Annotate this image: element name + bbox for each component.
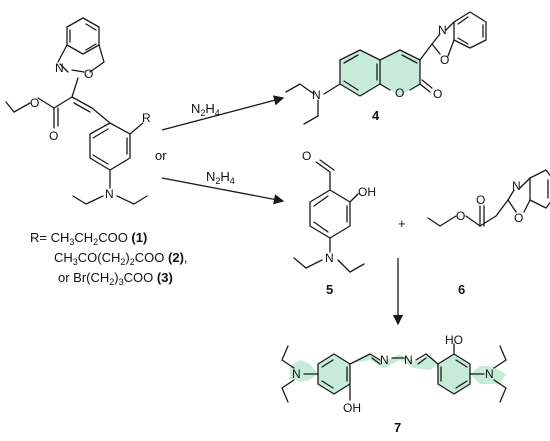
atom-n-azine-left-7: N — [380, 353, 389, 367]
r-definition-3: or Br(CH2)3COO (3) — [58, 270, 173, 287]
atom-n-amine-4: N — [312, 88, 321, 102]
reagent-upper: N2H4 — [191, 101, 220, 118]
compound-6-label: 6 — [458, 282, 465, 297]
atom-n-amine-right-7: N — [485, 367, 494, 381]
compound-6-structure — [427, 169, 550, 227]
compound-7-label: 7 — [394, 420, 401, 435]
atom-oh-7: OH — [343, 401, 361, 415]
atom-o-ring-4: O — [395, 86, 404, 100]
atom-o-carbonyl-4: O — [433, 87, 442, 101]
atom-n-amine-start: N — [105, 187, 114, 201]
atom-o-oxazole-6: O — [514, 211, 523, 225]
atom-o-oxazole-4: O — [440, 53, 449, 67]
arrow-to-5 — [161, 177, 285, 205]
reagent-lower: N2H4 — [206, 169, 235, 186]
starting-material-structure — [5, 17, 148, 205]
atom-o-carbonyl-6: O — [476, 193, 485, 207]
atom-o-aldehyde-5: O — [302, 149, 311, 163]
compound-4-label: 4 — [372, 108, 380, 123]
compound-5-label: 5 — [326, 282, 333, 297]
or-label: or — [155, 148, 167, 163]
atom-oh-5: OH — [358, 185, 376, 199]
atom-o-oxazole-start: O — [84, 67, 93, 81]
compound-5-structure — [293, 159, 365, 273]
atom-n-azine-right-7: N — [404, 353, 413, 367]
atom-n-start: N — [55, 61, 64, 75]
compound-7-structure — [281, 343, 507, 403]
atom-o-ester-start: O — [30, 96, 39, 110]
r-definition-2: CH3CO(CH2)2COO (2), — [54, 250, 188, 267]
plus-sign: + — [398, 216, 406, 231]
r-group-label: R — [142, 111, 151, 125]
arrow-to-4 — [161, 95, 285, 131]
atom-o-ester-6: O — [456, 209, 465, 223]
atom-n-4: N — [438, 23, 447, 37]
atom-n-amine-left-7: N — [292, 367, 301, 381]
atom-n-6: N — [512, 179, 521, 193]
atom-ho-7: HO — [445, 333, 463, 347]
atom-n-amine-5: N — [325, 251, 334, 265]
atom-o-carbonyl-start: O — [49, 129, 58, 143]
r-definition-1: R= CH3CH2COO (1) — [30, 230, 147, 247]
compound-4-structure — [285, 11, 487, 125]
